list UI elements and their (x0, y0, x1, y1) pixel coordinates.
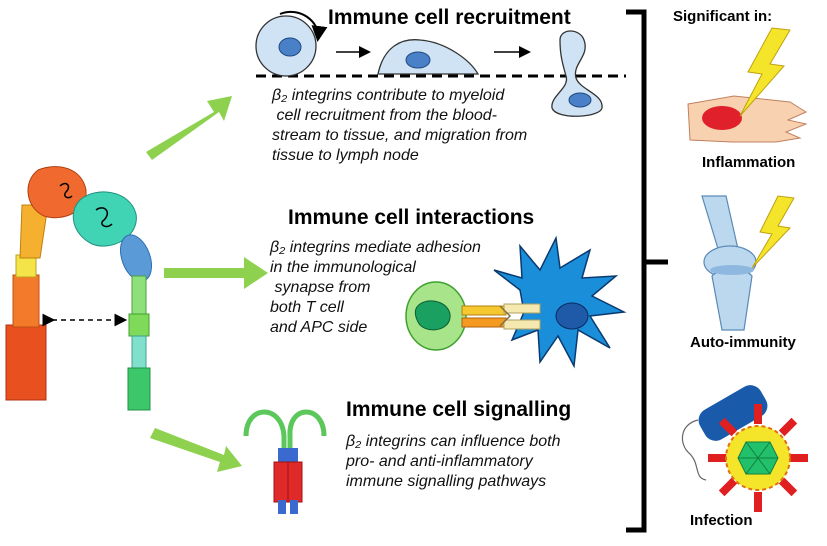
recruitment-text: β₂ integrins contribute to myeloid cell … (272, 86, 527, 166)
recruitment-line-1: β₂ integrins contribute to myeloid (272, 87, 505, 104)
sidebar-header: Significant in: (673, 8, 773, 25)
signalling-line-3: immune signalling pathways (346, 473, 547, 490)
signalling-title: Immune cell signalling (346, 398, 572, 421)
interactions-line-4: both T cell (270, 299, 344, 316)
recruitment-line-3: stream to tissue, and migration from (272, 127, 528, 144)
interactions-line-1: β₂ integrins mediate adhesion (270, 239, 481, 256)
arrow-to-recruitment (146, 96, 232, 160)
interactions-title: Immune cell interactions (288, 206, 535, 229)
signalling-line-1: β₂ integrins can influence both (346, 433, 561, 450)
label-inflammation: Inflammation (702, 154, 796, 171)
recruitment-title: Immune cell recruitment (328, 6, 571, 29)
interactions-text: β₂ integrins mediate adhesion in the imm… (270, 238, 481, 338)
interactions-line-5: and APC side (270, 319, 368, 336)
inflamed-hand-icon (687, 27, 808, 143)
signalling-line-2: pro- and anti-inflammatory (346, 453, 533, 470)
recruitment-cells-icon (255, 11, 626, 117)
recruitment-line-4: tissue to lymph node (272, 147, 419, 164)
signalling-integrin-icon (243, 409, 327, 514)
green-arrows (146, 96, 268, 472)
arrow-to-interactions (164, 257, 268, 289)
label-infection: Infection (690, 512, 753, 529)
interactions-line-3: synapse from (270, 279, 371, 296)
label-auto-immunity: Auto-immunity (690, 334, 796, 351)
dendritic-cell-icon (493, 235, 627, 369)
signalling-text: β₂ integrins can influence both pro- and… (346, 432, 560, 492)
interactions-line-2: in the immunological (270, 259, 416, 276)
synapse-icon (405, 235, 627, 369)
virus-icon (681, 385, 808, 512)
integrin-structure-icon (5, 166, 153, 411)
joint-icon (701, 195, 795, 331)
arrow-to-signalling (150, 428, 242, 472)
recruitment-line-2: cell recruitment from the blood- (272, 107, 497, 124)
bracket-icon (626, 9, 668, 533)
